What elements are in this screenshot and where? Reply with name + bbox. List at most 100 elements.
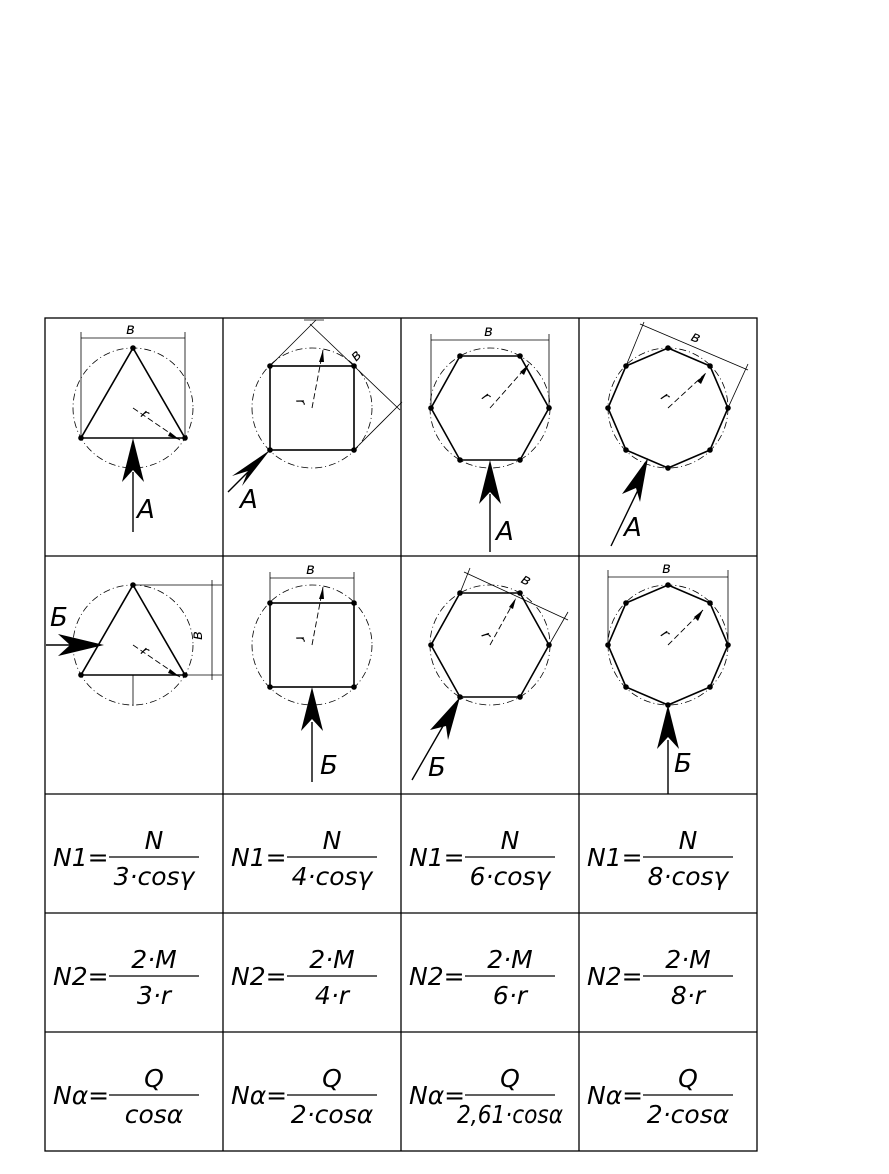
formula-numerator: N [501, 826, 520, 855]
bolt-hole [517, 353, 523, 359]
formula-denominator: 4·cosγ [292, 862, 374, 891]
bolt-hole [665, 582, 671, 588]
view-label-b: Б [50, 603, 68, 633]
formula-na-2: Nα=Q2·cosα [231, 1064, 377, 1129]
width-dimension [269, 572, 355, 603]
bolt-hole [130, 345, 136, 351]
bolt-pattern-polygon [79, 583, 187, 676]
formula-denominator: 6·cosγ [470, 862, 552, 891]
formula-numerator: Q [322, 1064, 342, 1093]
formula-numerator: N [323, 826, 342, 855]
formula-numerator: N [145, 826, 164, 855]
bolt-hole [267, 684, 273, 690]
width-dimension [430, 334, 550, 408]
bolt-hole [707, 447, 713, 453]
formula-denominator: 4·r [315, 981, 351, 1010]
formula-n2-1: N2= 2·M 3·r [53, 945, 199, 1010]
formula-lhs: N2= [231, 962, 287, 991]
bolt-hole [517, 590, 523, 596]
diagram-square-view-b: в r Б [251, 560, 373, 782]
formula-lhs: Nα= [53, 1081, 109, 1110]
formula-na-3: Nα=Q2,61·cosα [409, 1064, 563, 1129]
diagram-triangle-view-a: в r А [72, 320, 194, 532]
formula-lhs: N1= [587, 843, 643, 872]
bolt-hole [517, 694, 523, 700]
formula-lhs: N2= [53, 962, 109, 991]
formula-numerator: N [679, 826, 698, 855]
view-label-b: Б [674, 749, 692, 779]
bolt-hole [665, 465, 671, 471]
formula-lhs: N1= [231, 843, 287, 872]
formula-denominator: 8·r [671, 981, 707, 1010]
view-label-a: А [622, 513, 642, 543]
width-label: в [484, 322, 493, 340]
radius-arrow [520, 364, 529, 375]
radius-label: r [292, 635, 309, 645]
bolt-hole [351, 684, 357, 690]
formula-denominator: 3·r [137, 981, 173, 1010]
bolt-hole [605, 405, 611, 411]
radius-arrow [168, 432, 180, 440]
formula-lhs: N2= [409, 962, 465, 991]
width-label: в [662, 559, 671, 577]
formula-numerator: 2·M [487, 945, 532, 974]
diagram-octagon-view-a: в r А [605, 321, 749, 547]
formula-denominator: 2·cosα [647, 1100, 730, 1129]
diagram-octagon-view-b: в r Б [605, 559, 731, 794]
view-arrow-shaft [411, 725, 444, 781]
formula-n2-4: N2=2·M8·r [587, 945, 733, 1010]
view-label-a: А [494, 517, 514, 547]
bolt-hole [665, 345, 671, 351]
bolt-pattern-polygon [79, 346, 187, 439]
bolt-hole [428, 642, 434, 648]
formula-lhs: Nα= [587, 1081, 643, 1110]
bolt-hole [78, 672, 84, 678]
formula-rows: N1=N3·cosγN1=N4·cosγN1=N6·cosγN1=N8·cosγ… [53, 826, 733, 1129]
bolt-hole [517, 457, 523, 463]
bolt-circle [251, 347, 373, 469]
width-label: в [518, 570, 534, 590]
width-dimension [132, 580, 222, 706]
bolt-hole [707, 600, 713, 606]
formula-denominator: cosα [125, 1100, 184, 1129]
width-label: в [689, 327, 704, 347]
view-arrow-head [301, 687, 323, 731]
bolt-hole [623, 600, 629, 606]
formula-n2-3: N2=2·M6·r [409, 945, 555, 1010]
formula-lhs: N1= [53, 843, 109, 872]
bolt-hole [623, 447, 629, 453]
formula-na-4: Nα=Q2·cosα [587, 1064, 733, 1129]
formula-lhs: Nα= [231, 1081, 287, 1110]
radius-arrow [509, 598, 516, 609]
diagram-hexagon-view-a: в r А [428, 322, 552, 552]
radius-label: r [138, 406, 153, 423]
view-label-a: А [135, 495, 155, 525]
diagram-triangle-view-b: в r Б [46, 580, 222, 706]
formula-n1-1: N1= N 3·cosγ [53, 826, 199, 891]
bolt-pattern-polygon [269, 365, 355, 451]
formula-numerator: 2·M [309, 945, 354, 974]
width-dimension [459, 567, 569, 646]
formula-numerator: 2·M [665, 945, 710, 974]
view-label-b: Б [320, 751, 338, 781]
formula-denominator: 3·cosγ [114, 862, 196, 891]
diagram-square-view-a: в r А [227, 319, 403, 515]
formula-numerator: 2·M [131, 945, 176, 974]
view-label-b: Б [428, 753, 446, 783]
table-grid [44, 317, 758, 1152]
radius-arrow [697, 373, 706, 384]
radius-label: r [657, 389, 673, 405]
radius-arrow [319, 350, 324, 362]
formula-numerator: Q [144, 1064, 164, 1093]
formula-lhs: N1= [409, 843, 465, 872]
view-arrow-head [479, 460, 501, 504]
formula-n1-2: N1= N 4·cosγ [231, 826, 377, 891]
view-arrow-head [430, 697, 460, 740]
bolt-hole [623, 684, 629, 690]
width-label: в [346, 346, 365, 365]
width-dimension [607, 570, 729, 645]
width-dimension [625, 321, 749, 409]
width-label: в [126, 320, 135, 338]
